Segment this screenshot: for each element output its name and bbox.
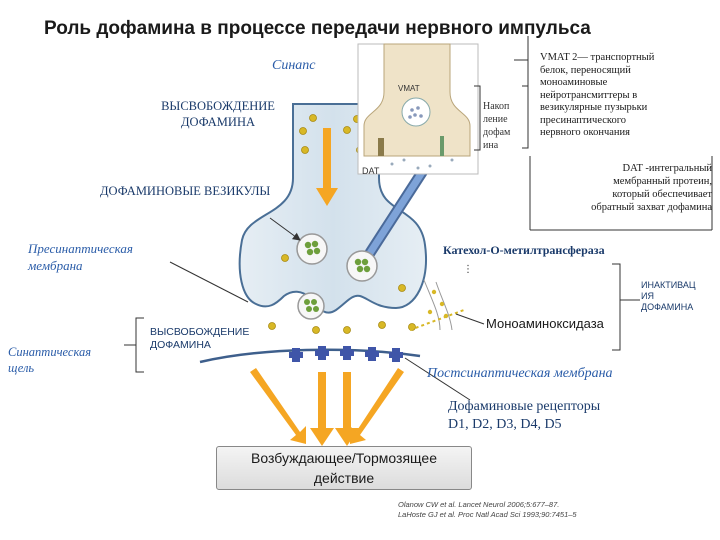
dat-note: DAT -интегральный мембранный протеин, ко… <box>544 162 712 214</box>
vesicle-pointer <box>269 217 301 241</box>
inset-synapse-image <box>357 43 479 175</box>
dat-note-line: обратный захват дофамина <box>591 202 712 213</box>
receptors <box>289 346 403 362</box>
vmat-note: VMAT 2— транспортный белок, переносящий … <box>540 52 712 140</box>
inactivation-label: ИНАКТИВАЦ ИЯ ДОФАМИНА <box>641 280 696 312</box>
inactivation-graphic: ⋮ <box>409 264 485 331</box>
presynaptic-pointer <box>169 261 249 303</box>
vesicle <box>346 250 378 282</box>
citations: Olanow CW et al. Lancet Neurol 2006;5:67… <box>398 500 577 520</box>
effect-label-line: Возбуждающее/Тормозящее <box>251 450 437 466</box>
dat-note-line: DAT -интегральный <box>622 163 712 174</box>
receptors-label: Дофаминовые рецепторы D1, D2, D3, D4, D5 <box>448 399 601 432</box>
release-arrow-top <box>316 128 338 206</box>
mao-label: Моноаминоксидаза <box>486 316 604 331</box>
synaptic-cleft-label: Синаптическая щель <box>8 345 92 375</box>
accumulation-bracket <box>474 85 481 151</box>
accumulation-label: Накоп ление дофам ина <box>483 101 511 151</box>
vesicle <box>296 233 328 265</box>
receptor-pointer <box>404 357 471 401</box>
vmat-note-line: везикулярные пузырьки <box>540 102 648 113</box>
vmat-note-line: VMAT 2— транспортный <box>540 52 655 63</box>
vesicle <box>297 292 325 320</box>
vmat-note-line: пресинаптического <box>540 114 627 126</box>
citation: Olanow CW et al. Lancet Neurol 2006;5:67… <box>398 500 560 509</box>
vmat-note-line: нервного окончания <box>540 127 630 138</box>
release-label-bottom: ВЫСВОБОЖДЕНИЕ ДОФАМИНА <box>150 326 250 351</box>
vmat-note-line: белок, переносящий <box>540 64 631 76</box>
effect-box: Возбуждающее/Тормозящее действие <box>216 446 472 490</box>
vmat-note-line: нейротрансмиттеры в <box>540 89 638 101</box>
synapse-label: Синапс <box>272 58 316 73</box>
citation: LaHoste GJ et al. Proc Natl Acad Sci 199… <box>398 510 577 519</box>
vmat-note-bracket <box>522 85 529 149</box>
page-title: Роль дофамина в процессе передачи нервно… <box>44 18 591 39</box>
vmat-note-line: моноаминовые <box>540 77 608 88</box>
vesicles-label: ДОФАМИНОВЫЕ ВЕЗИКУЛЫ <box>100 184 271 198</box>
comt-label: Катехол-О-метилтрансфераза <box>443 243 605 257</box>
inactivation-bracket <box>612 263 621 351</box>
effect-arrows <box>250 368 404 446</box>
postsynaptic-membrane-label: Постсинаптическая мембрана <box>427 366 613 381</box>
dat-note-line: мембранный протеин, <box>613 176 712 187</box>
release-label-top: ВЫСВОБОЖДЕНИЕ ДОФАМИНА <box>161 99 275 129</box>
svg-text:⋮: ⋮ <box>463 264 473 275</box>
dat-inset-label: DAT <box>362 166 380 176</box>
dat-note-line: который обеспечивает <box>612 189 712 200</box>
vmat-inset-label: VMAT <box>398 84 420 93</box>
effect-label-line: действие <box>313 470 375 486</box>
cleft-bracket <box>135 317 144 373</box>
vesicle-group <box>296 233 378 320</box>
presynaptic-membrane-label: Пресинаптическая мембрана <box>28 241 133 273</box>
